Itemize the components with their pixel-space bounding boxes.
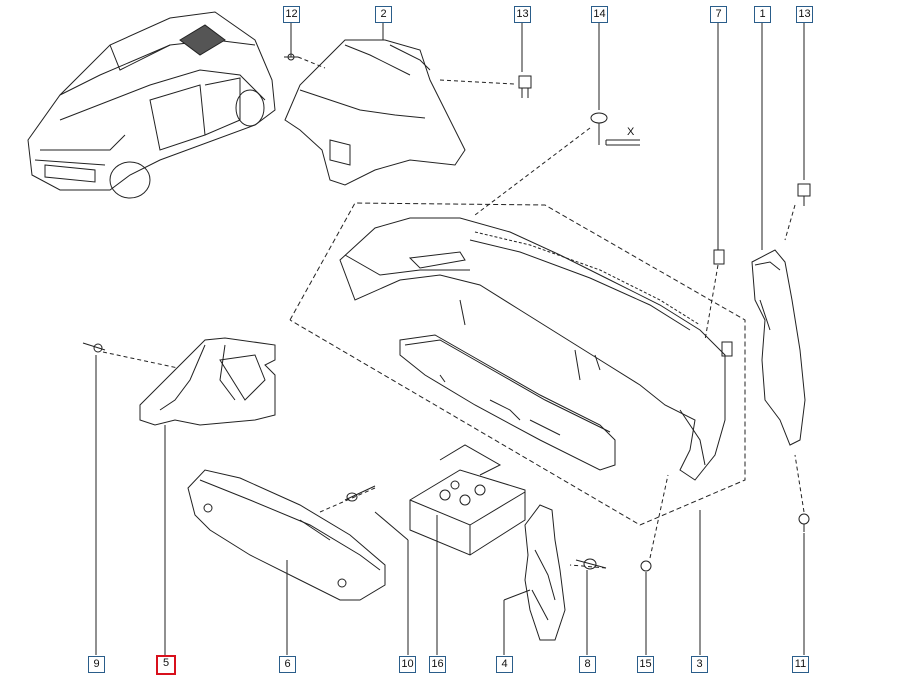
part-5-bumper-bracket xyxy=(140,338,275,425)
part-2-wheel-arch-liner xyxy=(285,40,465,185)
bumper-assembly-outline xyxy=(289,202,746,526)
part-3-rear-bumper xyxy=(340,218,725,480)
callout-6[interactable]: 6 xyxy=(279,656,296,673)
x-axis-marker xyxy=(605,139,640,146)
x-axis-label: X xyxy=(627,126,635,138)
fastener-12 xyxy=(284,45,298,60)
assembly-arrows xyxy=(102,56,805,569)
callout-8[interactable]: 8 xyxy=(579,656,596,673)
fastener-15 xyxy=(641,561,651,571)
callout-5-selected[interactable]: 5 xyxy=(156,655,176,675)
fastener-11 xyxy=(799,514,809,532)
part-6-lower-support xyxy=(188,470,385,600)
callout-16[interactable]: 16 xyxy=(429,656,446,673)
fastener-10 xyxy=(345,486,375,501)
callout-12[interactable]: 12 xyxy=(283,6,300,23)
fastener-7 xyxy=(714,250,724,264)
part-4-side-bracket xyxy=(525,505,565,640)
fastener-13-top xyxy=(519,76,531,98)
fastener-8 xyxy=(576,559,606,569)
bumper-reinforcement-beam xyxy=(400,335,615,470)
callout-2[interactable]: 2 xyxy=(375,6,392,23)
car-illustration xyxy=(28,12,275,198)
callout-15[interactable]: 15 xyxy=(637,656,654,673)
callout-7[interactable]: 7 xyxy=(710,6,727,23)
callout-10[interactable]: 10 xyxy=(399,656,416,673)
callout-14[interactable]: 14 xyxy=(591,6,608,23)
callout-11[interactable]: 11 xyxy=(792,656,809,673)
part-1-side-guide xyxy=(752,250,805,445)
callout-1[interactable]: 1 xyxy=(754,6,771,23)
fastener-9 xyxy=(83,343,105,352)
callout-3[interactable]: 3 xyxy=(691,656,708,673)
callout-4[interactable]: 4 xyxy=(496,656,513,673)
part-16-clip-kit-box xyxy=(410,445,525,555)
callout-13-top[interactable]: 13 xyxy=(514,6,531,23)
fastener-13-right xyxy=(798,184,810,206)
fastener-14 xyxy=(591,113,607,145)
leader-lines xyxy=(95,23,805,655)
callout-13-right[interactable]: 13 xyxy=(796,6,813,23)
callout-9[interactable]: 9 xyxy=(88,656,105,673)
fastener-7-b xyxy=(722,342,732,356)
